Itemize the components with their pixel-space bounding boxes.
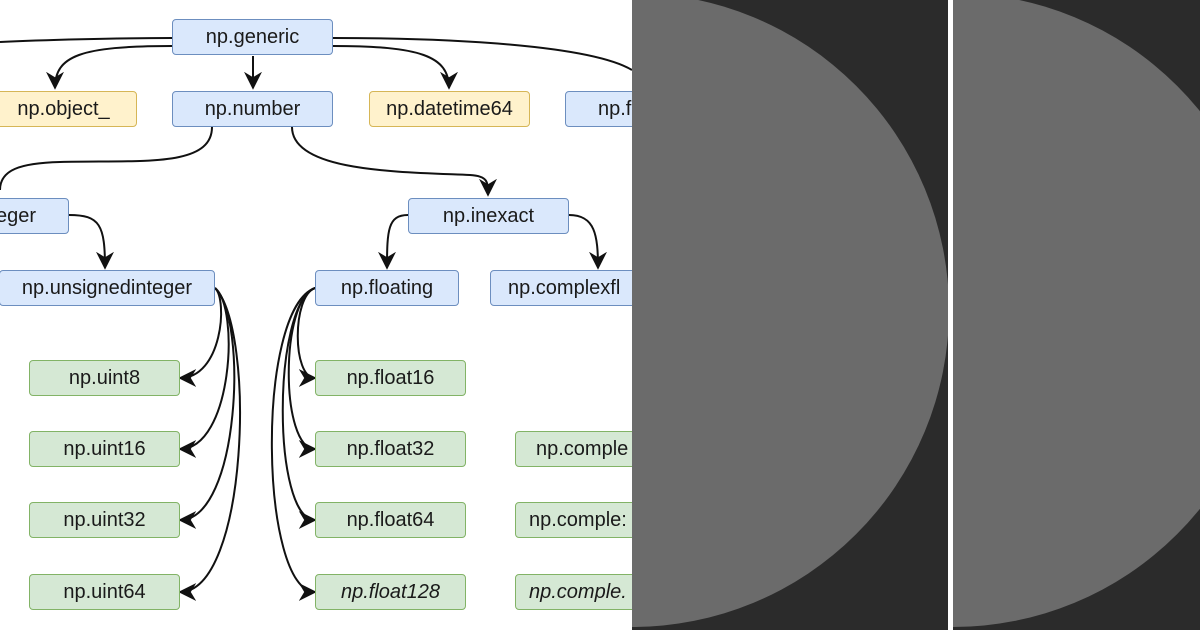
thumbnail-1[interactable] [632, 0, 948, 630]
node-np-complex128-partial: np.comple: [515, 502, 632, 538]
node-np-flexible-partial: np.f [565, 91, 632, 127]
edge-floating-float128 [270, 287, 317, 601]
edge-inexact-floating [378, 214, 409, 270]
node-np-complexfloating-partial: np.complexfl [490, 270, 632, 306]
edge-inexact-complexfloating [568, 214, 607, 270]
node-np-number: np.number [172, 91, 333, 127]
node-np-integer-partial: eger [0, 198, 69, 234]
edge-unsignedinteger-uint64 [178, 287, 241, 601]
node-np-uint64: np.uint64 [29, 574, 180, 610]
node-np-generic: np.generic [172, 19, 333, 55]
half-circle-shape [632, 0, 948, 627]
edge-generic-left-offscreen [0, 37, 173, 43]
edge-floating-float16 [296, 287, 317, 387]
node-np-datetime64: np.datetime64 [369, 91, 530, 127]
node-np-unsignedinteger: np.unsignedinteger [0, 270, 215, 306]
node-np-float64: np.float64 [315, 502, 466, 538]
edge-integer-unsignedinteger [68, 214, 114, 270]
thumbnail-strip [632, 0, 1200, 630]
node-np-floating: np.floating [315, 270, 459, 306]
node-np-uint16: np.uint16 [29, 431, 180, 467]
edge-generic-object [46, 45, 173, 90]
edge-floating-float64 [281, 287, 317, 529]
node-np-float16: np.float16 [315, 360, 466, 396]
half-circle-shape [953, 0, 1200, 627]
node-np-float32: np.float32 [315, 431, 466, 467]
edge-generic-right-offscreen [332, 37, 632, 71]
node-np-uint8: np.uint8 [29, 360, 180, 396]
edge-generic-datetime64 [332, 45, 458, 90]
node-np-uint32: np.uint32 [29, 502, 180, 538]
node-np-inexact: np.inexact [408, 198, 569, 234]
node-np-complex256-partial: np.comple. [515, 574, 632, 610]
numpy-type-hierarchy-diagram: np.generic np.object_ np.number np.datet… [0, 19, 632, 610]
thumbnail-2[interactable] [953, 0, 1200, 630]
node-np-object: np.object_ [0, 91, 137, 127]
diagram-edges [0, 37, 632, 601]
edge-unsignedinteger-uint32 [178, 287, 236, 529]
edge-number-inexact [291, 126, 497, 197]
node-np-float128: np.float128 [315, 574, 466, 610]
node-np-complex64-partial: np.comple [515, 431, 632, 467]
edge-number-integer [0, 126, 213, 191]
edge-unsignedinteger-uint8 [178, 287, 223, 387]
